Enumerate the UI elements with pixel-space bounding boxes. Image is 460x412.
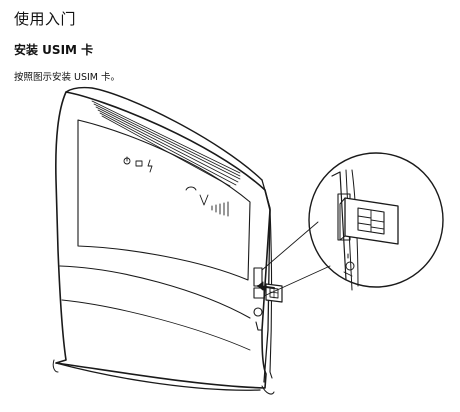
callout-lines (261, 221, 331, 297)
section-title: 安装 USIM 卡 (14, 43, 94, 57)
usim-slot-zoom (308, 152, 444, 291)
instruction-text: 按照图示安装 USIM 卡。 (14, 72, 121, 83)
top-vent-slots (91, 100, 241, 187)
indicator-icons (123, 156, 229, 217)
router-body (52, 86, 275, 395)
insert-arrow (257, 281, 275, 291)
page-title: 使用入门 (14, 10, 77, 28)
